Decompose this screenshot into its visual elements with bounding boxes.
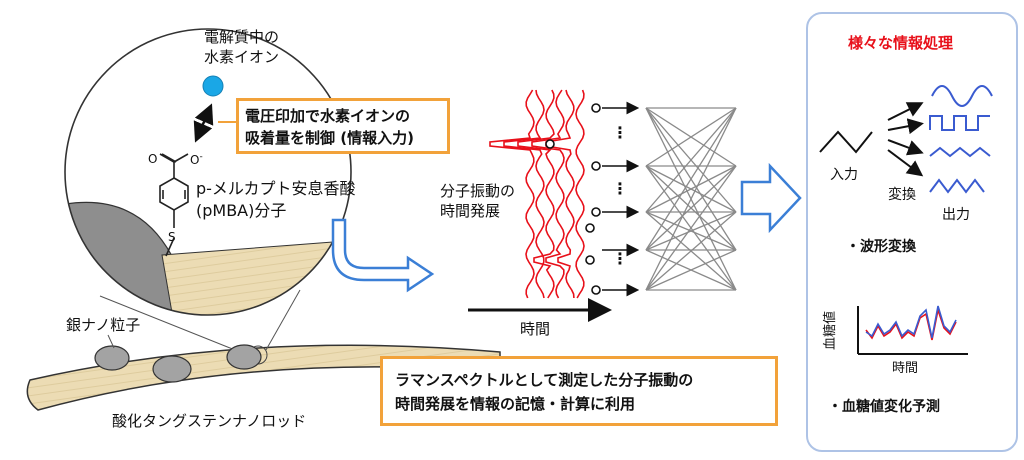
- molecule-label-line1: p-メルカプト安息香酸: [196, 179, 356, 198]
- transform-label: 変換: [888, 187, 916, 203]
- memory-box-line2: 時間発展を情報の記憶・計算に利用: [395, 395, 636, 413]
- readout-node: [585, 223, 595, 233]
- panel-title: 様々な情報処理: [848, 34, 954, 52]
- dots-1: ⋮: [612, 123, 628, 142]
- carboxyl-oxygen-minus: O-: [190, 152, 203, 167]
- network-edge: [645, 107, 737, 213]
- molecule-label-line2: (pMBA)分子: [196, 201, 287, 220]
- network-edge: [645, 107, 737, 251]
- glucose-predicted-line: [865, 305, 957, 339]
- waveform-caption: ・波形変換: [846, 239, 916, 255]
- ion-adsorption-arrow: [193, 103, 214, 143]
- spectrum-trace: [531, 89, 565, 299]
- readout-node: [591, 161, 601, 171]
- neural-network: [645, 107, 737, 291]
- spectrum-trace: [517, 89, 555, 299]
- network-edge: [645, 107, 737, 291]
- output-square-wave: [929, 115, 990, 131]
- output-zigzag-wave: [929, 178, 985, 194]
- spectrum-trace: [545, 89, 575, 299]
- dots-2: ⋮: [612, 179, 628, 198]
- control-box-line1: 電圧印加で水素イオンの: [245, 107, 411, 125]
- network-edge: [645, 165, 737, 213]
- network-edge: [645, 165, 737, 251]
- vibration-label-line2: 時間発展: [440, 202, 501, 220]
- control-box: 電圧印加で水素イオンの 吸着量を制御 (情報入力): [236, 98, 450, 154]
- glucose-actual-line: [865, 306, 957, 341]
- transform-arrow-3: [887, 139, 924, 156]
- flow-arrow-left: [331, 218, 435, 293]
- spectrum-trace: [503, 89, 545, 299]
- sulfur-atom: S: [168, 230, 176, 244]
- memory-box-line1: ラマンスペクトルとして測定した分子振動の: [395, 371, 694, 389]
- network-edge: [645, 165, 737, 291]
- hydrogen-ion: [202, 75, 224, 97]
- memory-box: ラマンスペクトルとして測定した分子振動の 時間発展を情報の記憶・計算に利用: [380, 356, 778, 426]
- flow-arrow-right: [740, 162, 802, 234]
- output-label: 出力: [942, 207, 970, 223]
- zoom-line-right: [265, 289, 301, 351]
- nanorod-label: 酸化タングステンナノロッド: [112, 412, 307, 430]
- spectrum-trace: [575, 89, 585, 299]
- input-label: 入力: [830, 167, 858, 183]
- control-box-line2: 吸着量を制御 (情報入力): [245, 129, 414, 147]
- network-edge: [645, 107, 737, 167]
- hydrogen-ion-label-line2: 水素イオン: [204, 48, 280, 66]
- transform-arrow-2: [887, 118, 924, 135]
- glucose-caption: ・血糖値変化予測: [828, 399, 940, 415]
- transform-arrow-4: [887, 149, 924, 177]
- readout-node: [591, 207, 601, 217]
- readout-node: [545, 139, 555, 149]
- glucose-y-label: 血糖値: [823, 310, 838, 350]
- spectrum-trace: [489, 89, 535, 299]
- hydrogen-ion-label-line1: 電解質中の: [204, 28, 280, 46]
- raman-spectra: [489, 89, 601, 299]
- network-edge: [645, 249, 737, 291]
- vibration-label-line1: 分子振動の: [440, 182, 516, 200]
- transform-arrow-1: [887, 102, 924, 121]
- network-edge: [645, 211, 737, 291]
- zoom-line-left: [99, 295, 241, 353]
- silver-nanoparticles: [94, 344, 262, 383]
- processing-panel: 様々な情報処理 入力 変換 出力 ・波形変換 血糖値 時間 ・血糖値変化予測: [806, 12, 1018, 452]
- output-sine-wave: [931, 85, 993, 107]
- input-waveform: [819, 130, 873, 154]
- node-arrows: [602, 101, 640, 297]
- readout-node: [591, 285, 601, 295]
- time-label: 時間: [520, 320, 551, 338]
- dots-3: ⋮: [612, 249, 628, 268]
- readout-node: [591, 103, 601, 113]
- readout-node: [585, 255, 595, 265]
- pmba-molecule: [159, 153, 189, 257]
- network-edge: [645, 211, 737, 251]
- glucose-x-label: 時間: [892, 361, 919, 376]
- panel-graphics: [819, 85, 993, 355]
- output-triangle-wave: [929, 146, 991, 158]
- carboxyl-oxygen: O: [148, 152, 158, 166]
- silver-nanoparticle-label: 銀ナノ粒子: [66, 316, 141, 334]
- silver-label-pointer: [107, 334, 115, 349]
